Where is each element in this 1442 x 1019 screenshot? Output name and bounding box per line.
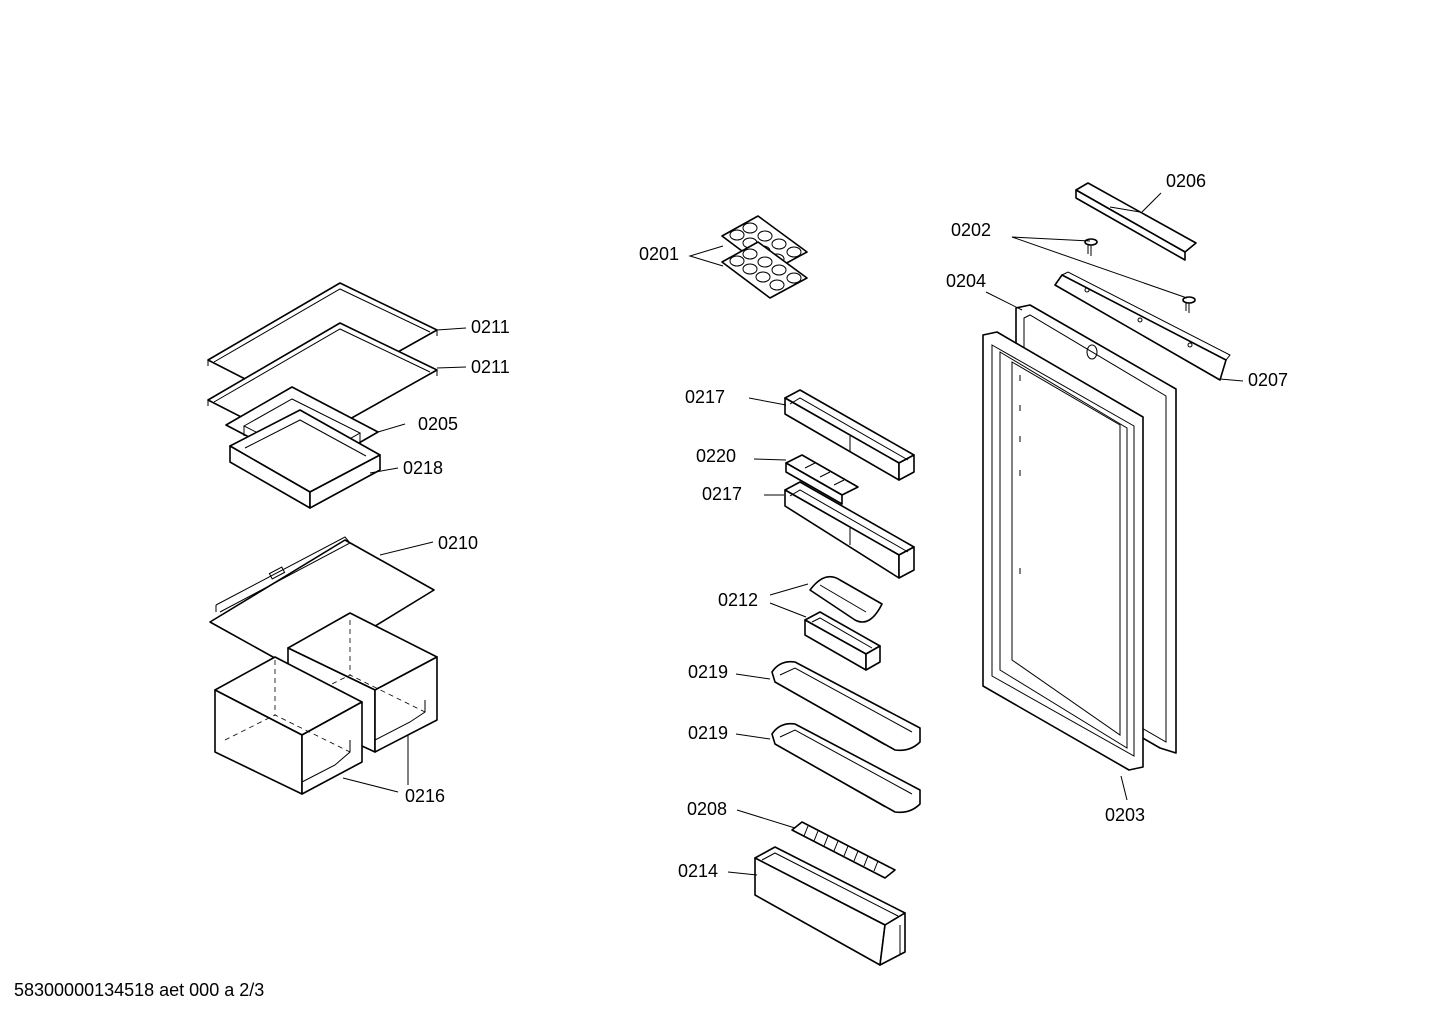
egg-tray-lower — [721, 241, 808, 299]
label-0204: 0204 — [946, 271, 986, 291]
label-0208: 0208 — [687, 799, 727, 819]
butter-box — [804, 611, 881, 671]
label-0205: 0205 — [418, 414, 458, 434]
crisper-drawer-left — [214, 656, 363, 795]
label-0219-upper: 0219 — [688, 662, 728, 682]
leader-lines — [342, 192, 1244, 876]
hinge-bracket — [1054, 271, 1231, 381]
door-bin-upper — [771, 660, 921, 752]
door-gasket — [982, 331, 1144, 771]
screw-upper — [1084, 238, 1098, 256]
door-shelf-lower — [784, 481, 915, 579]
butter-lid — [809, 575, 883, 623]
door-shelf-upper — [784, 389, 915, 481]
label-0202: 0202 — [951, 220, 991, 240]
bottle-retainer — [791, 821, 896, 879]
drawer-frame — [229, 409, 381, 509]
label-0211-lower: 0211 — [471, 357, 510, 377]
label-0214: 0214 — [678, 861, 718, 881]
door-bin-lower — [771, 722, 921, 814]
label-0212: 0212 — [718, 590, 758, 610]
label-0220: 0220 — [696, 446, 736, 466]
label-0211-upper: 0211 — [471, 317, 510, 337]
label-0219-lower: 0219 — [688, 723, 728, 743]
label-0203: 0203 — [1105, 805, 1145, 825]
label-0206: 0206 — [1166, 171, 1206, 191]
shelf-divider — [785, 454, 859, 505]
document-footer-id: 58300000134518 aet 000 a 2/3 — [14, 980, 265, 1000]
label-0210: 0210 — [438, 533, 478, 553]
label-0207: 0207 — [1248, 370, 1288, 390]
screw-lower — [1182, 296, 1196, 313]
label-0216: 0216 — [405, 786, 445, 806]
hinge-cover — [1075, 182, 1197, 261]
label-0218: 0218 — [403, 458, 443, 478]
label-0217-lower: 0217 — [702, 484, 742, 504]
label-0201: 0201 — [639, 244, 679, 264]
bottle-shelf — [754, 846, 906, 966]
crisper-cover-plate — [209, 536, 435, 673]
label-0217-upper: 0217 — [685, 387, 725, 407]
